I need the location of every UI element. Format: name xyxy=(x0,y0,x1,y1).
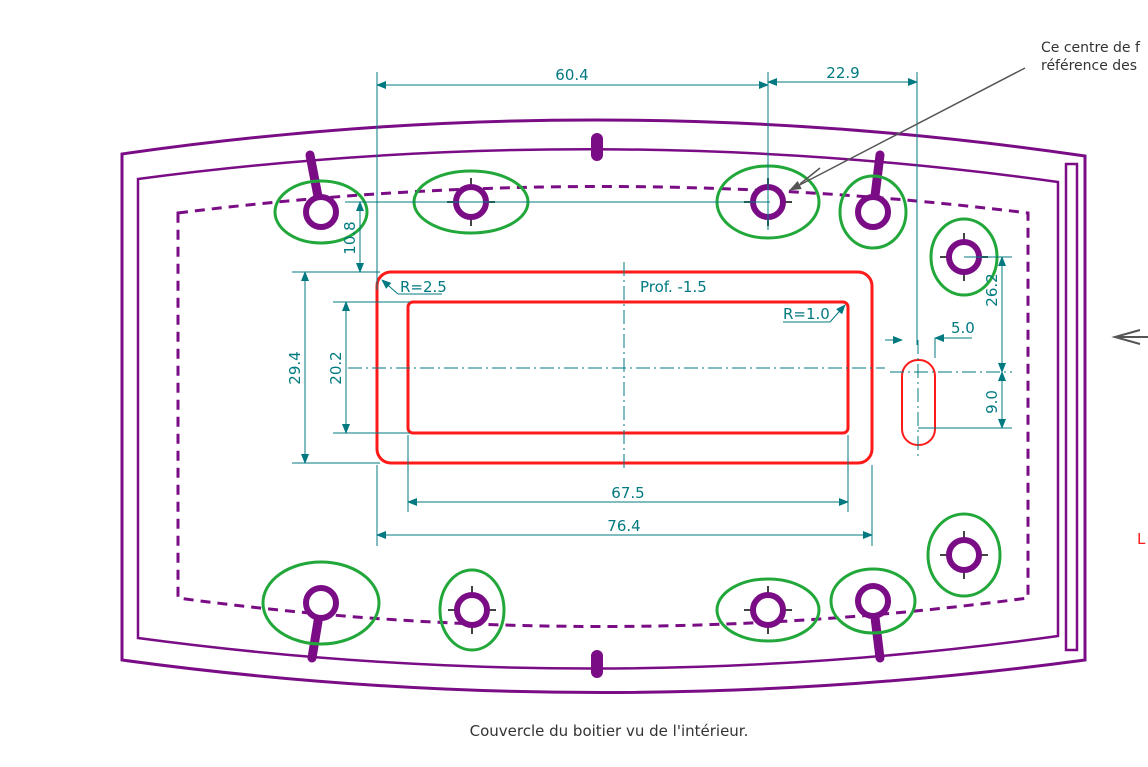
dim-29-4: 29.4 xyxy=(286,351,304,384)
side-label: L xyxy=(1137,530,1146,548)
mounting-post xyxy=(926,512,1002,598)
dim-radius-outer: R=2.5 xyxy=(400,278,447,296)
post-ring xyxy=(946,537,982,573)
annotation-line-2: référence des xyxy=(1041,58,1137,74)
highlight-ellipse xyxy=(829,567,917,635)
dim-9-0: 9.0 xyxy=(983,390,1001,414)
dim-22-9: 22.9 xyxy=(826,64,859,82)
highlight-ellipse xyxy=(715,577,821,643)
dim-20-2: 20.2 xyxy=(327,351,345,384)
outer-shell xyxy=(120,118,1087,694)
mounting-post xyxy=(838,150,908,250)
dim-depth: Prof. -1.5 xyxy=(640,278,707,296)
post-ring xyxy=(454,592,490,628)
post-ring xyxy=(855,583,891,619)
top-notch xyxy=(591,133,603,161)
inner-shell xyxy=(136,147,1060,670)
right-rail xyxy=(1064,162,1079,652)
post-ring xyxy=(303,585,339,621)
post-ring xyxy=(303,194,339,230)
bottom-notch xyxy=(591,650,603,678)
notches xyxy=(591,133,603,678)
post-ring xyxy=(750,592,786,628)
dim-26-2: 26.2 xyxy=(983,273,1001,306)
mounting-post xyxy=(273,150,369,245)
highlight-ellipse xyxy=(838,174,908,250)
highlight-ellipse xyxy=(273,179,369,245)
dim-60-4: 60.4 xyxy=(555,66,588,84)
mounting-post xyxy=(438,568,506,652)
dimension-labels: 60.4 22.9 10.8 R=2.5 Prof. -1.5 R=1.0 26… xyxy=(286,64,1001,535)
dim-76-4: 76.4 xyxy=(607,517,640,535)
dim-radius-inner: R=1.0 xyxy=(783,305,830,323)
dim-5-0: 5.0 xyxy=(951,319,975,337)
mounting-post xyxy=(829,567,917,663)
center-lines xyxy=(348,262,1012,470)
dimension-lines xyxy=(292,72,1012,546)
mounting-post xyxy=(715,577,821,643)
mounting-post xyxy=(261,560,381,663)
highlight-ellipse xyxy=(261,560,381,646)
drawing-caption: Couvercle du boitier vu de l'intérieur. xyxy=(470,722,749,740)
annotation-line-1: Ce centre de f xyxy=(1041,40,1141,56)
dim-67-5: 67.5 xyxy=(611,484,644,502)
lid-outline xyxy=(120,118,1087,694)
post-ring xyxy=(855,194,891,230)
dim-10-8: 10.8 xyxy=(341,221,359,254)
highlight-ellipse xyxy=(926,512,1002,598)
annotation-leader xyxy=(789,67,1148,345)
mounting-posts xyxy=(261,150,1002,663)
highlight-ellipse xyxy=(438,568,506,652)
